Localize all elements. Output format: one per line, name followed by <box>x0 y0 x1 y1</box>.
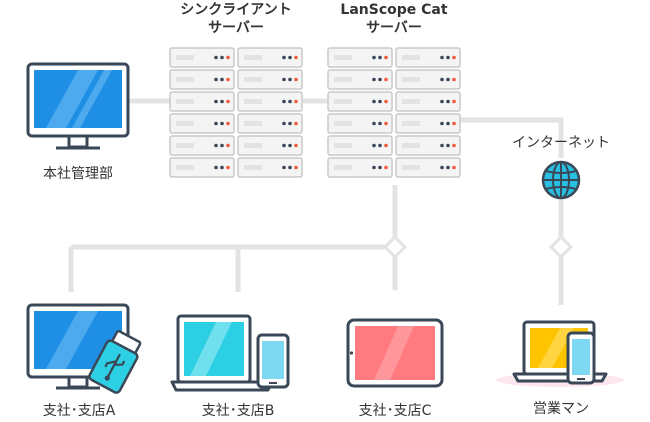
rack-column-right <box>395 47 461 178</box>
branch-c-label: 支社･支店C <box>358 403 432 419</box>
branch-a-label: 支社･支店A <box>42 403 116 419</box>
junction-diamond-sales <box>548 234 574 260</box>
connection-lines <box>68 98 564 305</box>
rack-column-left <box>169 47 235 178</box>
sales-laptop-icon <box>496 320 624 387</box>
rack-column-right <box>237 47 303 178</box>
branch-b-label: 支社･支店B <box>201 403 275 419</box>
globe-icon <box>541 160 581 200</box>
head-office-monitor-icon <box>26 62 130 150</box>
internet-label: インターネット <box>512 135 610 151</box>
lanscope-label-line2: サーバー <box>366 20 422 36</box>
sales-phone-icon <box>566 331 596 385</box>
head-office-label: 本社管理部 <box>43 166 113 182</box>
sync-server-rack-icon <box>169 47 303 178</box>
branch-b-phone-icon <box>256 333 290 389</box>
sync-server-label-line1: シンクライアント <box>180 2 292 18</box>
junction-diamond-branches <box>382 234 408 260</box>
line-to-internet <box>460 117 564 158</box>
lanscope-server-rack-icon <box>327 47 461 178</box>
sales-label: 営業マン <box>533 401 589 417</box>
rack-column-left <box>327 47 393 178</box>
usb-drive-icon <box>88 329 142 394</box>
branch-c-tablet-icon <box>346 318 444 388</box>
sync-server-label-line2: サーバー <box>208 20 264 36</box>
lanscope-label-line1: LanScope Cat <box>340 2 448 18</box>
branch-b-laptop-icon <box>170 314 274 392</box>
